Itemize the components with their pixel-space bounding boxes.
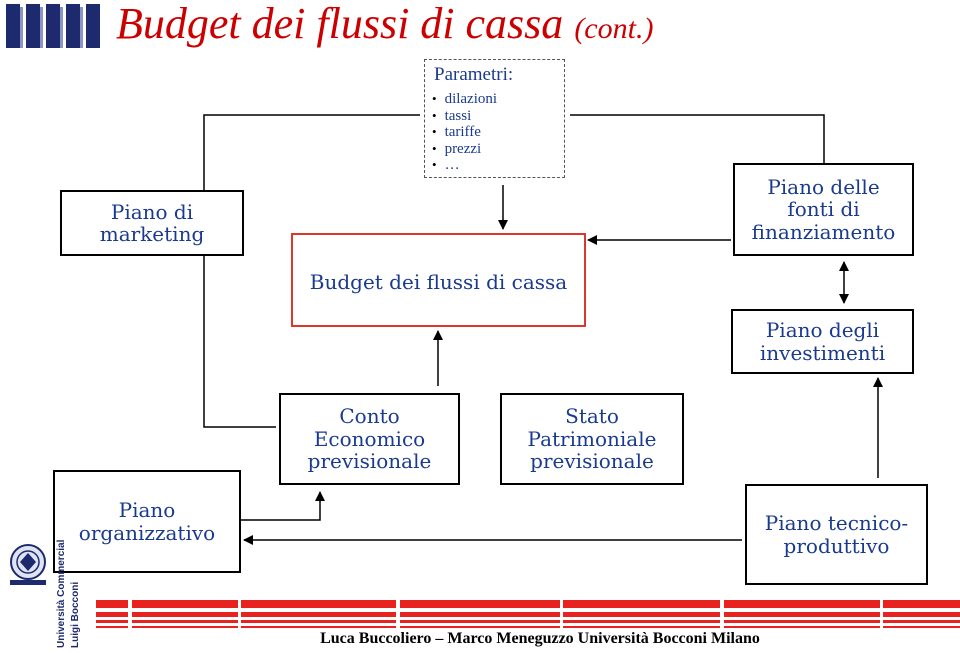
connector-marketing-loop [203, 114, 420, 190]
node-piano-tecnico-produttivo: Piano tecnico-produttivo [745, 484, 928, 585]
parametri-item: dilazioni [432, 91, 498, 108]
title-decoration-bars [6, 4, 100, 48]
node-label: Budget dei flussi di cassa [309, 269, 568, 294]
footer-credits: Luca Buccoliero – Marco Meneguzzo Univer… [320, 630, 760, 647]
node-label: Piano organizzativo [78, 498, 216, 545]
connector-params-fonti [570, 114, 825, 163]
node-piano-investimenti: Piano degli investimenti [731, 309, 914, 374]
node-piano-marketing: Piano di marketing [60, 190, 244, 256]
bocconi-emblem-icon [10, 544, 46, 585]
parametri-item: … [432, 157, 497, 174]
page-title-text: Budget dei flussi di cassa [116, 0, 564, 48]
arrow-organizzativo-conto [240, 491, 325, 521]
node-label: Conto Economico previsionale [307, 404, 432, 474]
node-budget-flussi-cassa: Budget dei flussi di cassa [291, 233, 586, 327]
connector-marketing-down [203, 256, 276, 428]
parametri-heading: Parametri: [434, 64, 514, 85]
parametri-item: tassi [432, 108, 497, 125]
parametri-item: tariffe [432, 124, 497, 141]
bocconi-logo: Università Commerciale Luigi Bocconi [10, 540, 81, 648]
logo-text-line1: Università Commerciale [56, 540, 67, 648]
node-label: Piano di marketing [99, 199, 205, 246]
node-piano-organizzativo: Piano organizzativo [53, 470, 241, 573]
node-label: Piano degli investimenti [759, 318, 886, 365]
node-label: Piano tecnico-produttivo [764, 511, 909, 558]
footer-red-bands [96, 600, 960, 628]
parametri-box: Parametri: dilazioni tassi tariffe prezz… [424, 59, 565, 178]
node-stato-patrimoniale: Stato Patrimoniale previsionale [500, 393, 684, 485]
node-label: Piano delle fonti di finanziamento [751, 174, 896, 244]
parametri-list: dilazioni tassi tariffe prezzi … [432, 91, 498, 174]
logo-text-line2: Luigi Bocconi [70, 582, 81, 648]
parametri-item: prezzi [432, 141, 497, 158]
node-conto-economico: Conto Economico previsionale [279, 393, 460, 485]
node-piano-fonti: Piano delle fonti di finanziamento [733, 163, 914, 256]
node-label: Stato Patrimoniale previsionale [527, 404, 657, 474]
page-title-suffix: (cont.) [574, 12, 654, 45]
page-title: Budget dei flussi di cassa (cont.) [116, 0, 653, 49]
